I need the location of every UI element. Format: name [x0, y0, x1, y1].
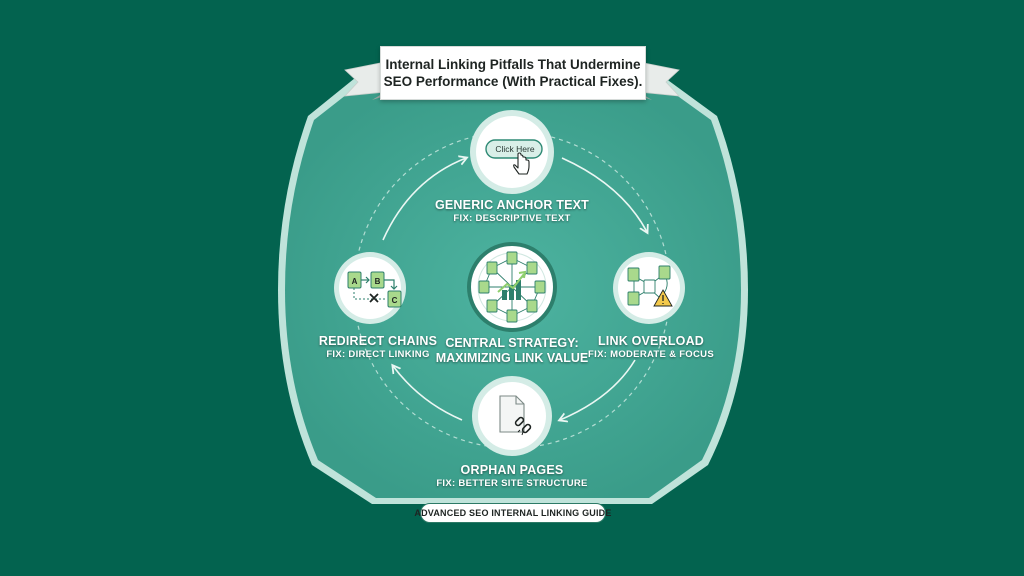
- title-line-1: Internal Linking Pitfalls That Undermine: [385, 57, 641, 72]
- cycle-arrow-top-left: [382, 158, 466, 241]
- broken-chain-icon: [514, 416, 532, 434]
- orphan-pages-caption: ORPHAN PAGES FIX: BETTER SITE STRUCTURE: [436, 463, 587, 490]
- link-overload-title: LINK OVERLOAD: [597, 334, 705, 348]
- link-overload-node: [613, 252, 685, 324]
- link-overload-fix: FIX: MODERATE & FOCUS: [588, 349, 714, 360]
- cycle-arrow-top-right: [561, 157, 647, 232]
- cycle-arrow-bottom-right: [560, 359, 636, 420]
- ribbon-tail-left: [343, 61, 386, 97]
- redirect-chains-node: [334, 252, 406, 324]
- close-icon: [369, 293, 379, 303]
- central-strategy-caption: CENTRAL STRATEGY: MAXIMIZING LINK VALUE: [436, 336, 589, 366]
- click-here-button-graphic: [485, 139, 543, 159]
- central-strategy-line-1: CENTRAL STRATEGY:: [445, 336, 579, 350]
- title-banner: Internal Linking Pitfalls That Undermine…: [380, 46, 646, 100]
- title-line-2: SEO Performance (With Practical Fixes).: [383, 74, 643, 89]
- redirect-chain-icon: [347, 271, 402, 308]
- cursor-hand-icon: [513, 152, 530, 175]
- link-overload-caption: LINK OVERLOAD FIX: MODERATE & FOCUS: [588, 334, 714, 361]
- growth-bars-icon: [497, 270, 527, 300]
- central-strategy-line-2: MAXIMIZING LINK VALUE: [435, 351, 589, 365]
- generic-anchor-caption: GENERIC ANCHOR TEXT FIX: DESCRIPTIVE TEX…: [435, 198, 589, 225]
- redirect-chains-title: REDIRECT CHAINS: [318, 334, 438, 348]
- orphan-pages-node: [472, 376, 552, 456]
- node-label-c: C: [392, 296, 398, 305]
- redirect-chains-fix: FIX: DIRECT LINKING: [326, 349, 430, 360]
- generic-anchor-node: [470, 110, 554, 194]
- generic-anchor-title: GENERIC ANCHOR TEXT: [434, 198, 590, 212]
- generic-anchor-fix: FIX: DESCRIPTIVE TEXT: [453, 213, 571, 224]
- orphan-pages-fix: FIX: BETTER SITE STRUCTURE: [436, 478, 588, 489]
- node-label-b: B: [375, 277, 381, 286]
- link-overload-icon: [627, 265, 673, 307]
- broken-link-page-icon: [499, 395, 532, 436]
- click-here-button-label: Click Here: [495, 144, 535, 154]
- cycle-arrow-bottom-left: [393, 366, 463, 421]
- footer-badge: ADVANCED SEO INTERNAL LINKING GUIDE: [414, 503, 611, 523]
- redirect-chains-caption: REDIRECT CHAINS FIX: DIRECT LINKING: [319, 334, 437, 361]
- orphan-pages-title: ORPHAN PAGES: [460, 463, 564, 477]
- network-doc-nodes: [478, 251, 546, 323]
- central-strategy-node: [467, 242, 557, 332]
- node-label-a: A: [352, 277, 358, 286]
